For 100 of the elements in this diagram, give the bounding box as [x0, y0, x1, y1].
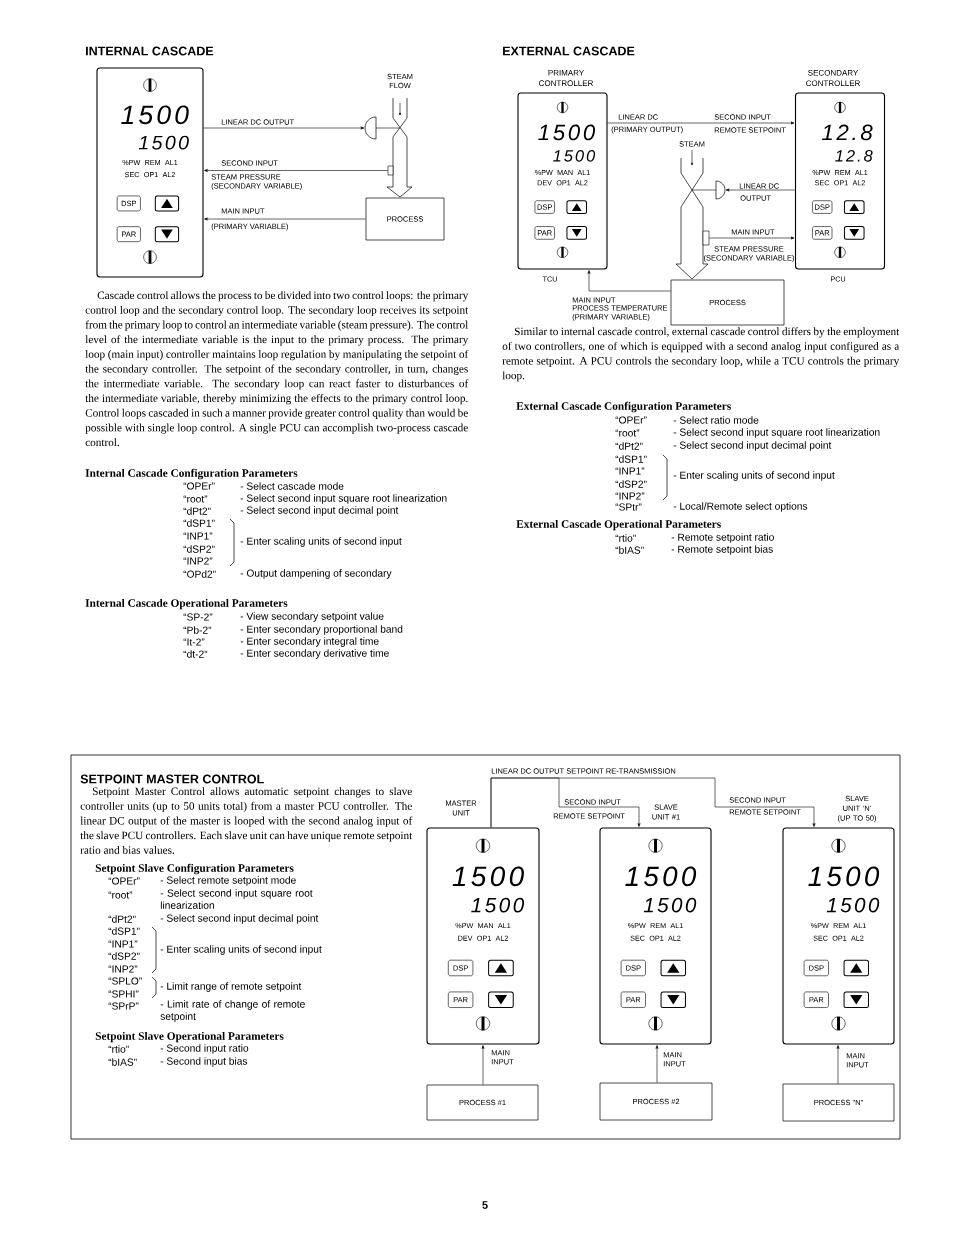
- connector-arrow: [725, 188, 796, 192]
- parameter-description: - Select second input decimal point: [240, 506, 399, 516]
- connector-arrow: [836, 1045, 840, 1084]
- table-heading: External Cascade Configuration Parameters: [516, 401, 731, 413]
- parameter-description: - Local/Remote select options: [673, 502, 808, 512]
- paragraph: Similar to internal cascade control, external cascade control differs by the employment of two controllers, one of which is equipped with a second analog input configured as a remote setpoint. A PCU controls the secondary loop, while a TCU controls the primary loop.: [502, 327, 900, 382]
- parameter-code: “bIAS”: [108, 1058, 137, 1066]
- sensor-symbol: [702, 230, 710, 246]
- display-readout: 12.8: [822, 124, 873, 141]
- parameter-code: “Pb-2”: [183, 626, 212, 634]
- section-heading: INTERNAL CASCADE: [86, 46, 214, 56]
- parameter-code: “OPEr”: [108, 877, 140, 885]
- parameter-description: - Enter scaling units of second input: [160, 945, 322, 955]
- parameter-code: “root”: [615, 429, 640, 437]
- parameter-code: “dSP1”: [183, 519, 215, 527]
- parameter-code: “SPrP”: [108, 1002, 139, 1010]
- display-readout: 1500: [452, 866, 524, 887]
- parameter-code: “INP2”: [615, 492, 645, 500]
- parameter-description: - Enter secondary derivative time: [240, 649, 389, 659]
- controller-panel: [517, 92, 608, 270]
- display-readout: 1500: [625, 866, 697, 887]
- parameter-code: “SPtr”: [615, 503, 642, 511]
- sensor-symbol: [387, 165, 394, 176]
- parameter-description: - View secondary setpoint value: [240, 612, 384, 622]
- controller-panel: [599, 827, 712, 1045]
- unit-caption: PRIMARY CONTROLLER: [539, 70, 593, 86]
- parameter-code: “rtio”: [108, 1045, 129, 1053]
- connector-arrow: [204, 169, 388, 172]
- connector-arrow: [490, 777, 816, 828]
- parameter-code: “dSP2”: [108, 952, 140, 960]
- arrow-key: [154, 226, 180, 243]
- display-readout: 1500: [471, 897, 525, 913]
- parameter-code: “dSP2”: [615, 480, 647, 488]
- display-readout: 1500: [121, 105, 189, 125]
- parameter-description: - Select second input decimal point: [160, 914, 319, 924]
- connector-arrow: [655, 1045, 659, 1083]
- arrow-key: [488, 991, 514, 1009]
- parameter-code: “dSP1”: [615, 455, 647, 463]
- parameter-description: - Select second input decimal point: [673, 441, 832, 451]
- display-readout: 1500: [538, 124, 596, 141]
- paragraph: Cascade control allows the process to be divided into two control loops: the primary control loop and the secondary control loop. The secondary loop receives its setpoint from the primary loop to control an intermediate variable (steam pressure). The control level of the intermediate variable is the input to the primary process. The primary loop (main input) controller maintains loop regulation by manipulating the setpoint of the secondary controller. The setpoint of the secondary controller, in turn, changes the intermediate variable. The secondary loop can react faster to disturbances of the intermediate variable, thereby minimizing the effects to the primary control loop. Control loops cascaded in such a manner provide greater control quality than would be possible with single loop control. A single PCU can accomplish two-process cascade control.: [85, 291, 469, 447]
- arrow-key: [488, 959, 514, 977]
- parameter-description: - Select second input square root linearization: [160, 889, 313, 909]
- parameter-description: - Enter secondary proportional band: [240, 625, 403, 635]
- parameter-code: “SPHI”: [108, 990, 139, 998]
- actuator-symbol: [364, 116, 377, 140]
- section-heading: SETPOINT MASTER CONTROL: [80, 774, 264, 784]
- connector-arrow: [204, 217, 366, 221]
- arrow-key: [843, 991, 869, 1009]
- connector-arrow: [203, 126, 365, 130]
- controller-panel: [782, 827, 895, 1045]
- table-heading: External Cascade Operational Parameters: [516, 519, 721, 531]
- parameter-description: - Second input ratio: [160, 1044, 249, 1054]
- parameter-description: - Select ratio mode: [673, 416, 759, 424]
- parameter-description: - Limit rate of change of remote setpoint: [160, 1000, 305, 1022]
- arrow-key: [660, 959, 686, 977]
- arrow-key: [154, 195, 180, 212]
- parameter-code: “OPEr”: [615, 416, 647, 424]
- table-heading: Internal Cascade Operational Parameters: [85, 598, 288, 610]
- parameter-code: “dSP1”: [108, 927, 140, 935]
- parameter-code: “It-2”: [183, 638, 205, 646]
- page-number: 5: [482, 1201, 488, 1209]
- parameter-code: “INP2”: [183, 557, 213, 565]
- display-readout: 1500: [643, 897, 697, 913]
- parameter-description: - Enter secondary integral time: [240, 637, 379, 647]
- parameter-description: - Select second input square root linearization: [240, 494, 447, 504]
- arrow-key: [660, 991, 686, 1009]
- controller-panel: [96, 67, 204, 278]
- parameter-description: - Output dampening of secondary: [240, 569, 392, 579]
- parameter-description: - Select remote setpoint mode: [160, 876, 296, 886]
- parameter-code: “dPt2”: [615, 442, 643, 450]
- section-heading: EXTERNAL CASCADE: [503, 46, 635, 56]
- parameter-code: “INP1”: [183, 532, 213, 540]
- parameter-code: “root”: [108, 891, 133, 899]
- display-readout: 12.8: [835, 150, 873, 162]
- parameter-description: - Select second input square root linearization: [673, 428, 880, 438]
- parameter-code: “rtio”: [615, 534, 636, 542]
- controller-panel: [794, 92, 886, 270]
- actuator-symbol: [715, 180, 726, 200]
- arrow-key: [566, 200, 588, 214]
- display-readout: 1500: [826, 897, 880, 913]
- parameter-description: - Limit range of remote setpoint: [160, 982, 302, 992]
- paragraph: Setpoint Master Control allows automatic setpoint changes to slave controller units (up to 50 units total) from a master PCU controller. The linear DC output of the master is looped with the second analog input of the slave PCU controllers. Each slave unit can have unique remote setpoint ratio and bias values.: [80, 787, 413, 854]
- parameter-code: “bIAS”: [615, 546, 644, 554]
- parameter-description: - Enter scaling units of second input: [240, 537, 402, 547]
- parameter-code: “INP1”: [615, 467, 645, 475]
- parameter-code: “SPLO”: [108, 977, 142, 985]
- parameter-code: “dPt2”: [183, 507, 211, 515]
- arrow-key: [843, 200, 865, 214]
- parameter-code: “dSP2”: [183, 545, 215, 553]
- connector-arrow: [709, 236, 795, 240]
- display-readout: 1500: [808, 866, 880, 887]
- parameter-code: “SP-2”: [183, 613, 213, 621]
- arrow-key: [843, 959, 869, 977]
- parameter-code: “INP2”: [108, 965, 138, 973]
- parameter-code: “OPEr”: [183, 482, 215, 490]
- parameter-code: “dt-2”: [183, 650, 208, 658]
- connector-arrow: [607, 121, 795, 125]
- parameter-description: - Remote setpoint bias: [671, 545, 773, 555]
- parameter-description: - Second input bias: [160, 1057, 248, 1067]
